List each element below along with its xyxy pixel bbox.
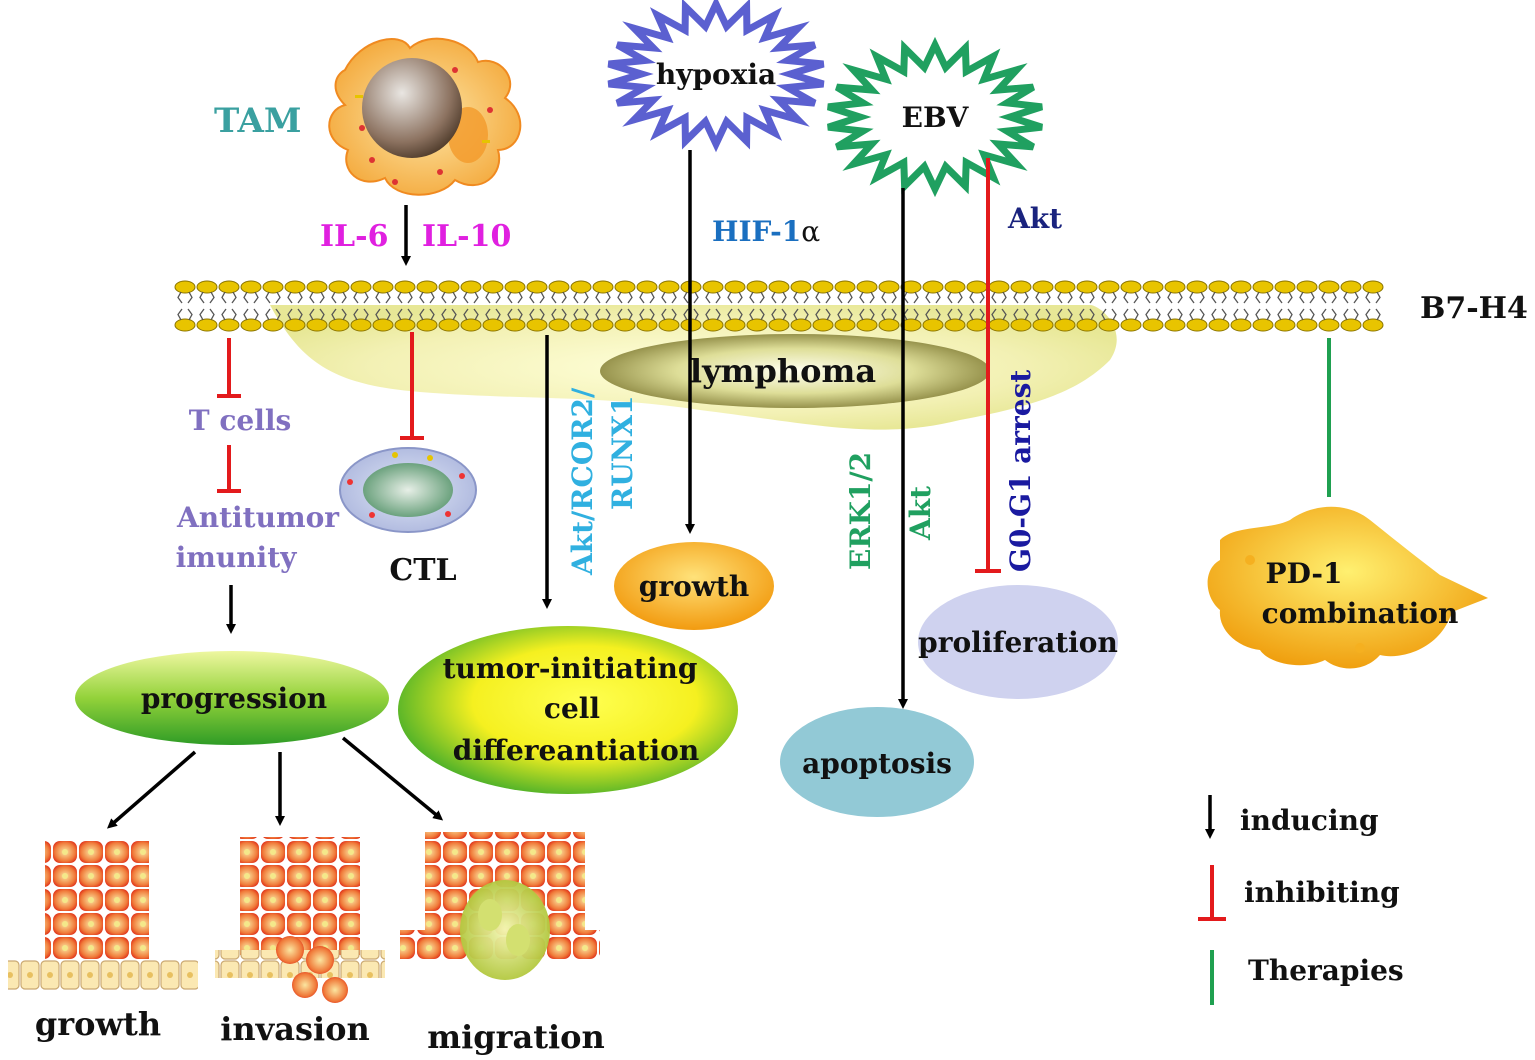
hypoxia-label: hypoxia bbox=[656, 58, 776, 91]
akt-rcor2-label: Akt/RCOR2/ bbox=[566, 387, 599, 576]
tcells-label: T cells bbox=[189, 404, 291, 437]
invasion-label: invasion bbox=[220, 1010, 370, 1048]
lymphoma-cell bbox=[270, 305, 1117, 430]
proliferation-label: proliferation bbox=[918, 626, 1118, 659]
akt-top-label: Akt bbox=[1007, 202, 1062, 235]
to-growth-arrow bbox=[106, 750, 197, 829]
progression-label: progression bbox=[141, 682, 327, 715]
immunity-label: imunity bbox=[176, 541, 298, 574]
lymphoma-nucleus bbox=[600, 334, 990, 408]
pd1-cell-icon bbox=[1207, 506, 1488, 669]
migration-label: migration bbox=[427, 1018, 605, 1056]
tam-macrophage-icon bbox=[328, 37, 522, 196]
legend-therapies-label: Therapies bbox=[1248, 954, 1404, 987]
ctl-cell-icon bbox=[339, 447, 477, 533]
proliferation-node bbox=[918, 585, 1118, 699]
growth-middle-node bbox=[614, 542, 774, 630]
runx1-label: RUNX1 bbox=[606, 396, 639, 511]
to-migration-arrow bbox=[341, 736, 444, 821]
tic-label-2: cell bbox=[544, 692, 600, 725]
invasion-tissue-icon bbox=[215, 837, 385, 1003]
ebv-star-icon bbox=[827, 36, 1043, 198]
hypoxia-star-icon bbox=[607, 0, 825, 153]
il10-label: IL-10 bbox=[422, 219, 511, 254]
antitumor-label: Antitumor bbox=[176, 501, 340, 534]
growth-tissue-icon bbox=[8, 840, 198, 990]
legend: inducing inhibiting Therapies bbox=[1198, 795, 1404, 1005]
legend-inhibiting-label: inhibiting bbox=[1244, 876, 1400, 909]
tic-label-3: differeantiation bbox=[453, 734, 699, 767]
akt-mid-label: Akt bbox=[904, 486, 937, 541]
pd1-label-1: PD-1 bbox=[1266, 557, 1343, 590]
hif-label: HIF-1α bbox=[712, 215, 820, 248]
pd1-label-2: combination bbox=[1262, 597, 1459, 630]
g0g1-label: G0-G1 arrest bbox=[1004, 370, 1037, 572]
cell-membrane bbox=[174, 280, 1384, 332]
ebv-label: EBV bbox=[902, 101, 970, 134]
growth-middle-label: growth bbox=[639, 570, 749, 603]
tam-label: TAM bbox=[214, 101, 301, 141]
ctl-label: CTL bbox=[389, 553, 456, 588]
il6-label: IL-6 bbox=[320, 219, 388, 254]
migration-tissue-icon bbox=[400, 832, 600, 980]
legend-inducing-label: inducing bbox=[1240, 804, 1379, 837]
apoptosis-node bbox=[780, 707, 974, 817]
progression-node bbox=[75, 651, 389, 745]
growth-bottom-label: growth bbox=[35, 1005, 161, 1043]
apoptosis-label: apoptosis bbox=[802, 747, 952, 780]
b7h4-label: B7-H4 bbox=[1420, 291, 1528, 326]
tic-node bbox=[398, 626, 738, 794]
erk-label: ERK1/2 bbox=[844, 452, 877, 570]
tic-label-1: tumor-initiating bbox=[443, 652, 698, 685]
lymphoma-label: lymphoma bbox=[690, 352, 876, 390]
